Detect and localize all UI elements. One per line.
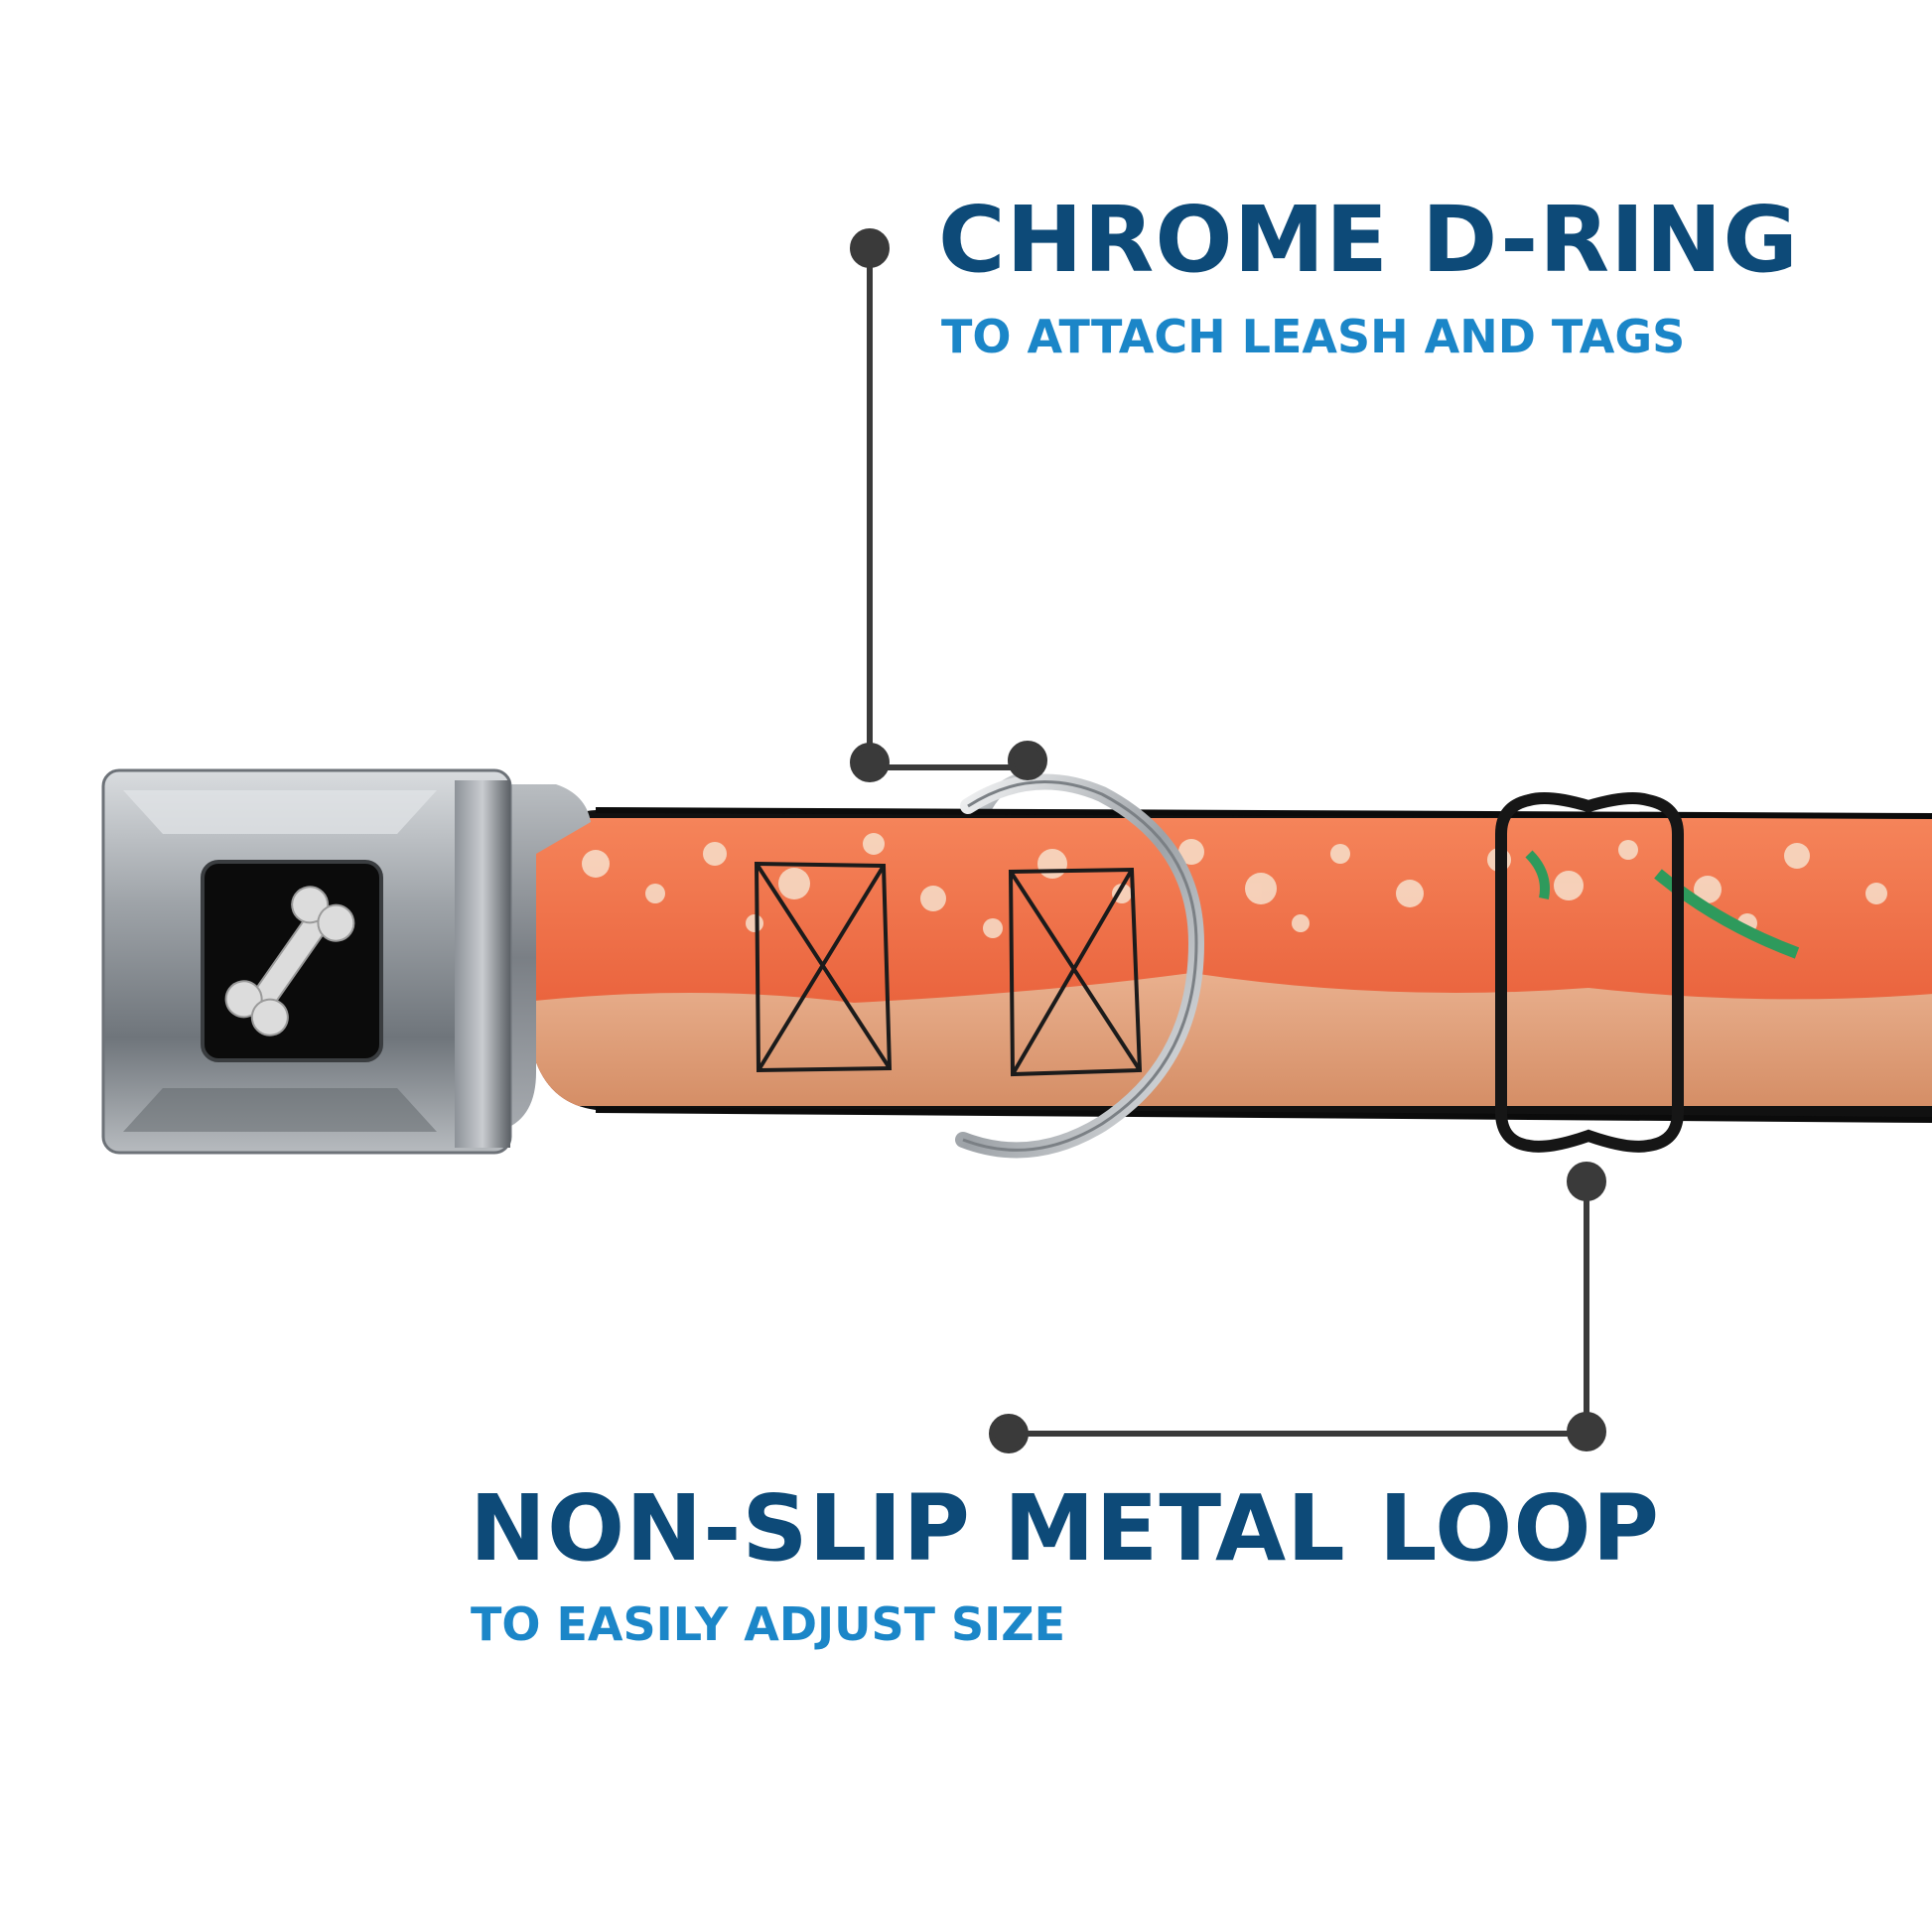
- d-ring-title: CHROME D-RING: [938, 187, 1799, 293]
- d-ring-subtitle: TO ATTACH LEASH AND TAGS: [941, 310, 1686, 363]
- box-stitch: [754, 861, 1143, 1077]
- metal-loop-title: NON-SLIP METAL LOOP: [470, 1475, 1661, 1582]
- callout-metal-loop: [989, 1162, 1606, 1453]
- callout-d-ring: [850, 228, 1047, 782]
- seatbelt-buckle: [101, 768, 512, 1155]
- buckle-tongue: [496, 784, 591, 1132]
- metal-loop: [1495, 792, 1684, 1153]
- strap: [536, 810, 1932, 1120]
- metal-loop-subtitle: TO EASILY ADJUST SIZE: [471, 1597, 1066, 1651]
- bone-icon: [224, 886, 355, 1036]
